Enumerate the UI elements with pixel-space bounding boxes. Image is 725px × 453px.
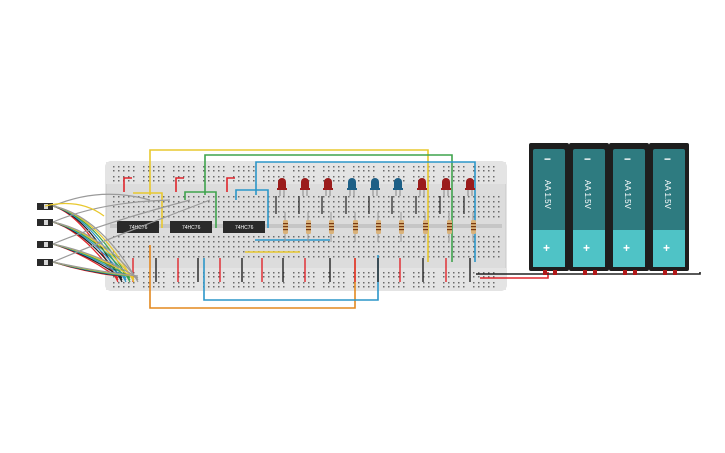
battery-plus-icon: +	[623, 241, 630, 255]
battery-minus-icon: −	[544, 152, 551, 166]
battery-plus-icon: +	[663, 241, 670, 255]
led[interactable]	[465, 178, 475, 196]
resistor[interactable]	[447, 212, 452, 242]
svg-text:74HC76: 74HC76	[235, 225, 254, 231]
wires	[123, 149, 701, 309]
svg-text:AA 1.5V: AA 1.5V	[663, 180, 672, 210]
resistor[interactable]	[471, 212, 476, 242]
svg-text:74HC76: 74HC76	[182, 225, 201, 231]
slide-switch[interactable]	[37, 219, 53, 226]
resistor[interactable]	[283, 212, 288, 242]
battery-2[interactable]: − + AA 1.5V	[569, 143, 609, 275]
slide-switch[interactable]	[37, 203, 53, 210]
resistor[interactable]	[353, 212, 358, 242]
svg-text:AA 1.5V: AA 1.5V	[543, 180, 552, 210]
resistor-row	[283, 212, 476, 242]
battery-minus-icon: −	[584, 152, 591, 166]
battery-plus-icon: +	[543, 241, 550, 255]
resistor[interactable]	[423, 212, 428, 242]
breadboard-holes	[113, 166, 500, 288]
svg-text:AA 1.5V: AA 1.5V	[623, 180, 632, 210]
resistor[interactable]	[376, 212, 381, 242]
led[interactable]	[347, 178, 357, 196]
ic-chip-1[interactable]: 74HC76	[117, 221, 159, 233]
battery-minus-icon: −	[624, 152, 631, 166]
led[interactable]	[370, 178, 380, 196]
resistor[interactable]	[306, 212, 311, 242]
led[interactable]	[277, 178, 287, 196]
battery-4[interactable]: − + AA 1.5V	[649, 143, 689, 275]
resistor[interactable]	[399, 212, 404, 242]
switch-wires	[44, 193, 211, 283]
battery-3[interactable]: − + AA 1.5V	[609, 143, 649, 275]
led[interactable]	[441, 178, 451, 196]
battery-minus-icon: −	[664, 152, 671, 166]
slide-switch[interactable]	[37, 259, 53, 266]
column-wires	[132, 196, 471, 282]
switch-group	[37, 203, 53, 266]
led[interactable]	[300, 178, 310, 196]
ic-chip-3[interactable]: 74HC76	[223, 221, 265, 233]
slide-switch[interactable]	[37, 241, 53, 248]
led-row	[277, 178, 475, 196]
ic-chip-2[interactable]: 74HC76	[170, 221, 212, 233]
led[interactable]	[417, 178, 427, 196]
battery-plus-icon: +	[583, 241, 590, 255]
svg-text:AA 1.5V: AA 1.5V	[583, 180, 592, 210]
resistor[interactable]	[329, 212, 334, 242]
battery-1[interactable]: − + AA 1.5V	[529, 143, 569, 275]
led[interactable]	[323, 178, 333, 196]
led[interactable]	[393, 178, 403, 196]
